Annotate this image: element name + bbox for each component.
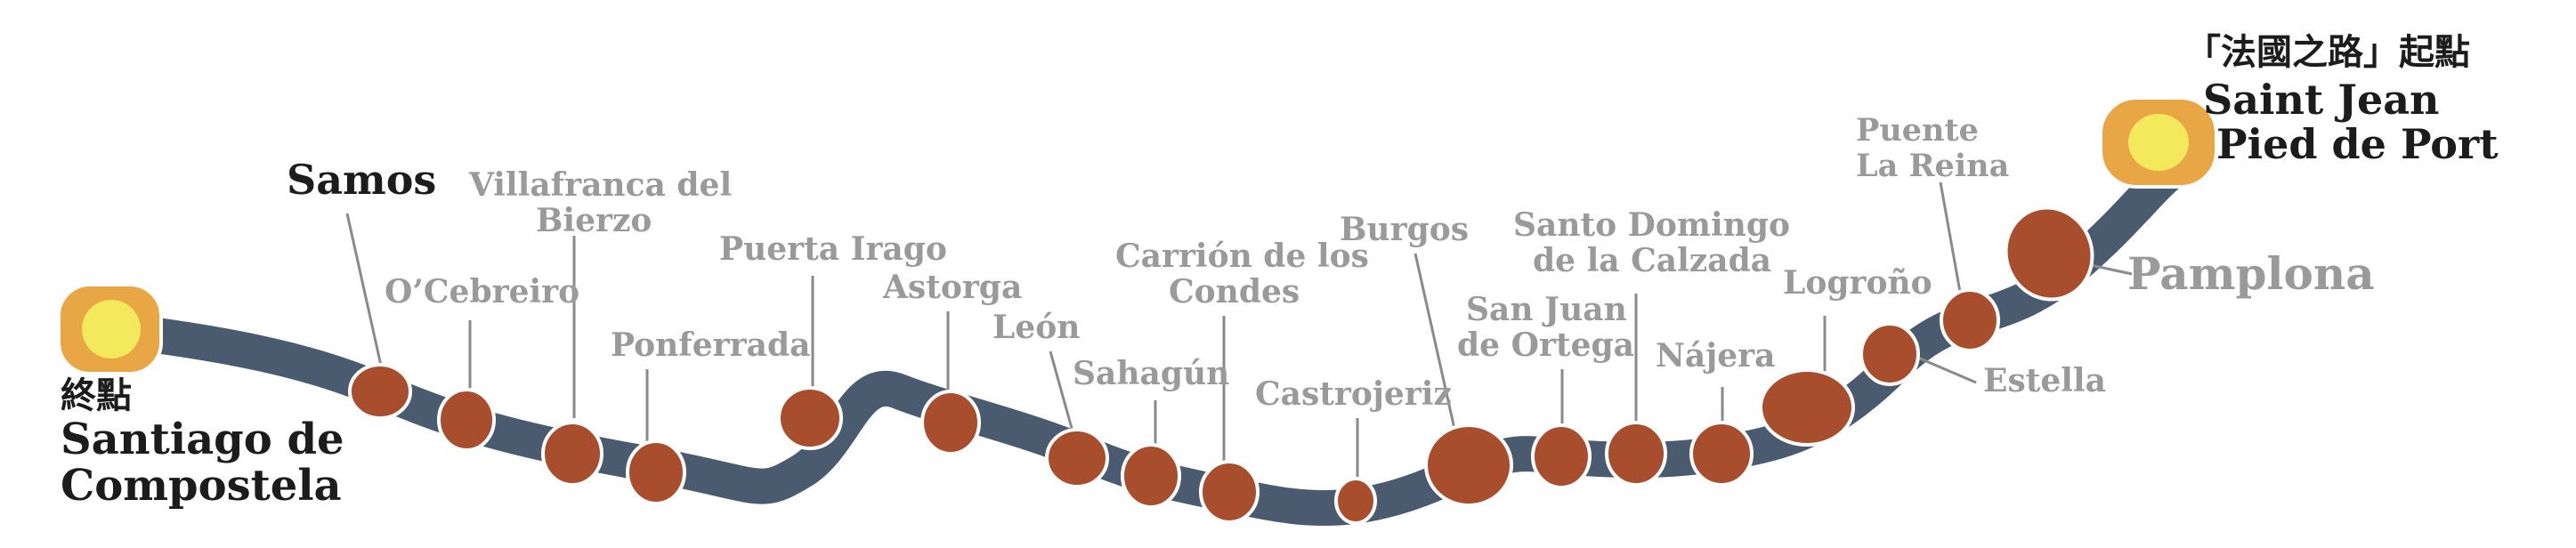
label-pamplona: Pamplona — [2127, 247, 2375, 300]
leader-leon — [1049, 351, 1074, 432]
stop-samos — [348, 363, 412, 420]
label-ponferrada: Ponferrada — [611, 326, 810, 364]
stop-puerta-irago — [777, 386, 843, 450]
stop-astorga — [920, 390, 981, 455]
stop-carrion — [1199, 460, 1260, 524]
stop-burgos — [1424, 423, 1513, 507]
label-ocebreiro: O’Cebreiro — [385, 273, 579, 310]
end-name-line2: Compostela — [61, 461, 342, 511]
stop-markers — [348, 206, 2094, 525]
stop-puente-la-reina — [1940, 288, 2000, 352]
stop-ponferrada — [626, 439, 686, 505]
label-castrojeriz: Castrojeriz — [1255, 375, 1452, 413]
terminal-end — [57, 283, 163, 375]
label-estella: Estella — [1983, 362, 2106, 399]
label-samos: Samos — [287, 156, 436, 204]
label-puerta-irago: Puerta Irago — [719, 230, 947, 268]
label-burgos: Burgos — [1340, 211, 1469, 248]
stop-san-juan — [1531, 423, 1592, 489]
stop-villafranca — [541, 421, 603, 487]
label-puente-la-reina-1: Puente — [1856, 112, 1979, 149]
label-puente-la-reina-2: La Reina — [1856, 148, 2009, 184]
leader-burgos — [1414, 253, 1460, 446]
leader-estella — [1913, 354, 1977, 384]
label-carrion-2: Condes — [1169, 273, 1300, 310]
label-carrion-1: Carrión de los — [1115, 238, 1369, 275]
label-san-juan-2: de Ortega — [1457, 326, 1634, 364]
stop-leon — [1045, 428, 1109, 488]
label-leon: León — [992, 309, 1080, 346]
label-villafranca-1: Villafranca del — [468, 166, 732, 204]
end-name-line1: Santiago de — [61, 415, 344, 464]
leader-puente-la-reina — [1939, 181, 1964, 308]
stop-najera — [1689, 421, 1754, 487]
stop-castrojeriz — [1334, 477, 1377, 525]
start-caption: 「法國之路」起點 — [2185, 32, 2470, 73]
label-astorga: Astorga — [882, 269, 1022, 306]
label-san-juan-1: San Juan — [1466, 291, 1627, 328]
start-name-line2: Pied de Port — [2216, 120, 2499, 168]
stop-sahagun — [1121, 443, 1181, 509]
stop-estella — [1859, 322, 1920, 386]
start-name-line1: Saint Jean — [2203, 76, 2440, 124]
leader-samos — [345, 213, 385, 375]
terminal-start — [2099, 96, 2218, 189]
stop-ocebreiro — [437, 388, 496, 452]
end-caption: 終點 — [61, 375, 132, 416]
label-logrono: Logroño — [1783, 264, 1932, 302]
leader-lines — [345, 181, 2133, 485]
label-santo-domingo-1: Santo Domingo — [1513, 206, 1790, 244]
stop-santo-domingo — [1605, 421, 1667, 487]
stop-logrono — [1759, 368, 1855, 447]
stop-pamplona — [2004, 206, 2094, 302]
label-villafranca-2: Bierzo — [536, 202, 652, 239]
label-sahagun: Sahagún — [1073, 355, 1229, 392]
label-najera: Nájera — [1656, 337, 1775, 375]
label-santo-domingo-2: de la Calzada — [1533, 242, 1771, 279]
